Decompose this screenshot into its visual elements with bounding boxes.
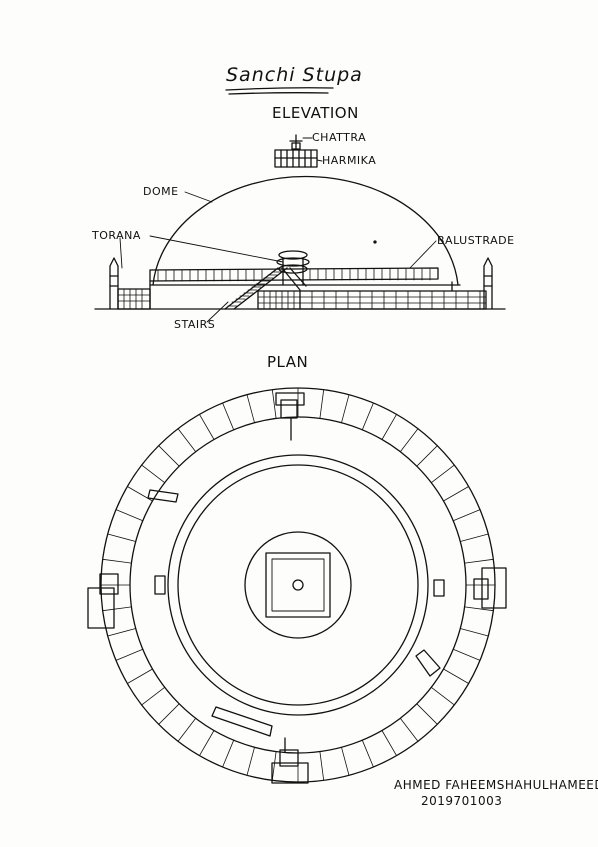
railing-segment bbox=[115, 648, 144, 661]
railing-segment bbox=[177, 428, 197, 453]
leader-lines bbox=[119, 137, 437, 323]
torana-left bbox=[109, 257, 119, 310]
railing-segment bbox=[459, 628, 489, 637]
railing-segment bbox=[222, 739, 235, 768]
label-balustrade: BALUSTRADE bbox=[437, 234, 515, 247]
torana-right bbox=[483, 257, 493, 310]
railing-segment bbox=[107, 628, 137, 637]
plan-harmika-inner bbox=[271, 558, 325, 612]
title-underline-2 bbox=[228, 92, 329, 95]
label-stairs: STAIRS bbox=[174, 318, 216, 331]
drawing-title: Sanchi Stupa bbox=[226, 64, 363, 86]
railing-segment bbox=[416, 445, 438, 467]
label-chattra: CHATTRA bbox=[312, 131, 367, 144]
railing-segment bbox=[177, 717, 197, 742]
mark-dot bbox=[373, 240, 377, 244]
railing-segment bbox=[464, 558, 494, 564]
railing-segment bbox=[443, 668, 470, 684]
label-harmika: HARMIKA bbox=[322, 154, 377, 167]
upper-balustrade bbox=[149, 267, 439, 282]
railing-segment bbox=[430, 464, 455, 484]
railing-segment bbox=[361, 739, 374, 768]
railing-segment bbox=[271, 389, 277, 419]
harmika bbox=[274, 149, 318, 168]
railing-segment bbox=[399, 428, 419, 453]
railing-segment bbox=[107, 533, 137, 542]
railing-segment bbox=[443, 486, 470, 502]
plan-harmika-circle bbox=[244, 531, 352, 639]
railing-segment bbox=[158, 703, 180, 725]
plan-heading: PLAN bbox=[267, 353, 309, 371]
plan-railing-inner-edge bbox=[129, 416, 467, 754]
ground-balustrade bbox=[117, 288, 487, 310]
railing-segment bbox=[341, 394, 350, 424]
plan-drawing bbox=[87, 387, 507, 784]
title-underline bbox=[225, 87, 334, 91]
railing-segment bbox=[416, 703, 438, 725]
railing-segment bbox=[361, 402, 374, 431]
railing-segment bbox=[381, 730, 397, 756]
elevation-heading: ELEVATION bbox=[272, 104, 359, 122]
railing-segment bbox=[341, 746, 350, 776]
railing-segment bbox=[452, 509, 481, 522]
railing-segment bbox=[459, 533, 489, 542]
railing-segment bbox=[102, 558, 132, 564]
dome bbox=[152, 175, 459, 286]
railing-segment bbox=[158, 445, 180, 467]
plan-dome-base bbox=[177, 464, 419, 706]
plan-torana-south bbox=[271, 737, 309, 784]
railing-segment bbox=[246, 746, 255, 776]
plan-stairs-south bbox=[211, 706, 273, 737]
plan-chattra bbox=[292, 579, 304, 591]
railing-segment bbox=[199, 730, 215, 756]
railing-segment bbox=[319, 751, 325, 781]
plan-torana-north bbox=[275, 392, 305, 441]
plan-terrace-outer bbox=[167, 454, 429, 716]
railing-segment bbox=[319, 389, 325, 419]
railing-segment bbox=[452, 648, 481, 661]
torana-centre bbox=[276, 250, 310, 286]
plan-stairs-west bbox=[147, 489, 179, 503]
railing-segment bbox=[199, 413, 215, 440]
plan-torana-west bbox=[87, 573, 166, 629]
stairs bbox=[224, 267, 307, 310]
railing-segment bbox=[430, 686, 455, 706]
chattra bbox=[289, 134, 303, 151]
railing-segment bbox=[141, 686, 166, 706]
railing-segment bbox=[102, 606, 132, 612]
label-dome: DOME bbox=[143, 185, 179, 198]
railing-segment bbox=[127, 668, 153, 684]
elevation-drawing bbox=[94, 134, 506, 323]
railing-segment bbox=[399, 717, 419, 742]
plan-torana-east bbox=[433, 567, 507, 609]
plan-railing-hatching bbox=[100, 387, 496, 783]
label-torana: TORANA bbox=[92, 229, 141, 242]
railing-segment bbox=[381, 413, 397, 440]
plan-harmika bbox=[265, 552, 331, 618]
railing-segment bbox=[464, 606, 494, 612]
author-id: 2019701003 bbox=[421, 794, 503, 808]
railing-segment bbox=[271, 751, 277, 781]
railing-segment bbox=[141, 464, 166, 484]
author-name: AHMED FAHEEMSHAHULHAMEED bbox=[394, 778, 598, 792]
railing-segment bbox=[115, 509, 144, 522]
railing-segment bbox=[246, 394, 255, 424]
plan-stairs-east bbox=[415, 649, 441, 677]
railing-segment bbox=[222, 402, 235, 431]
